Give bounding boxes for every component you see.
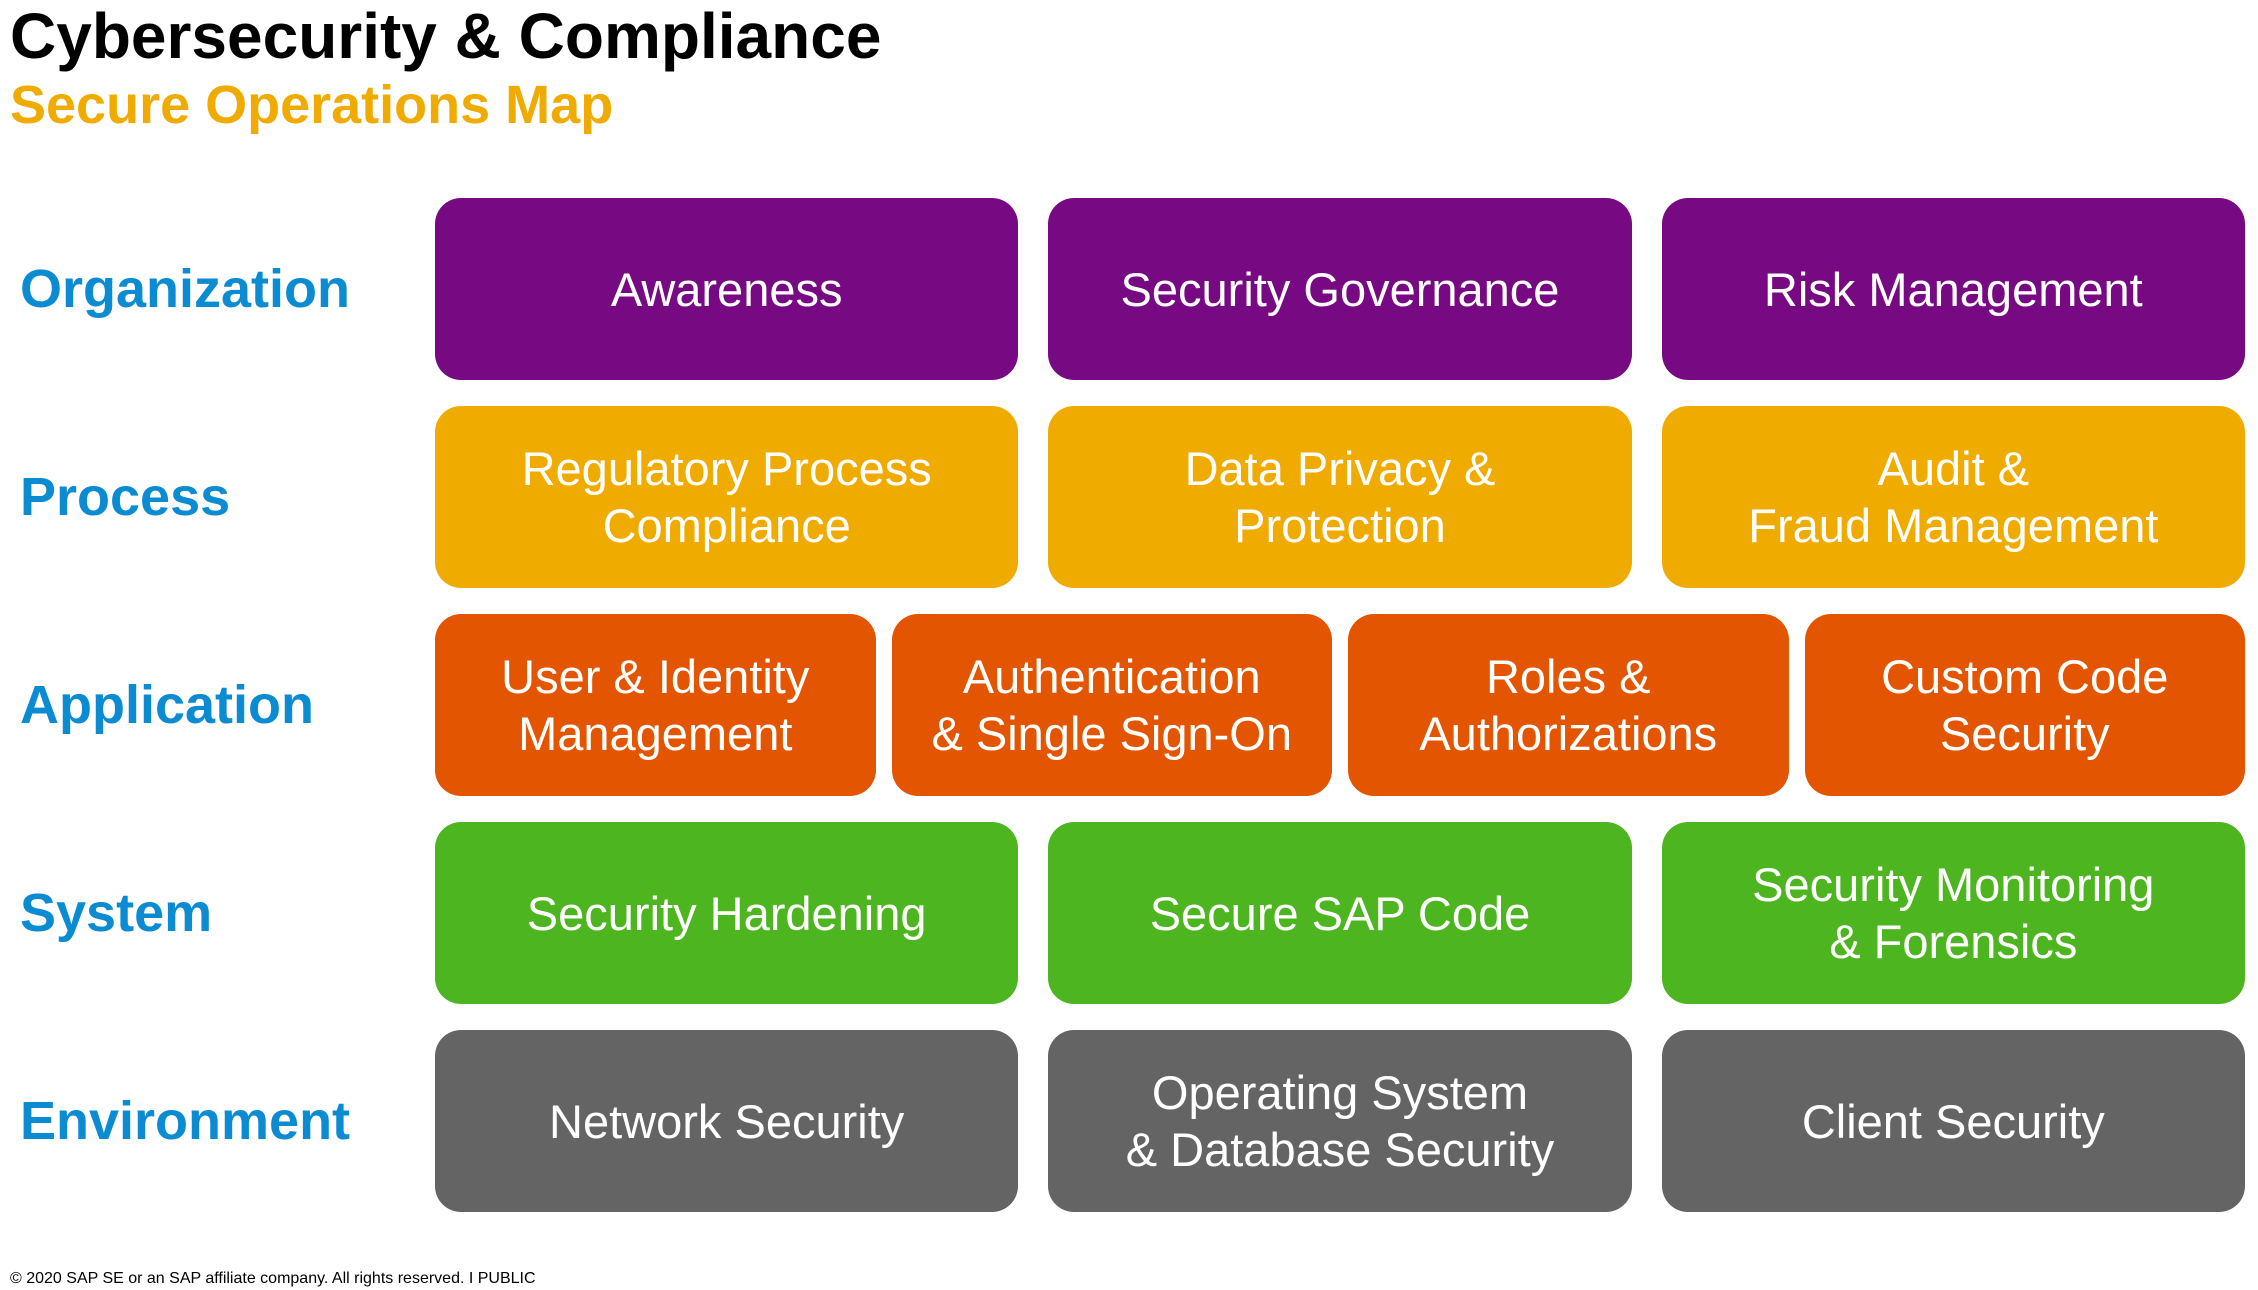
page-title: Cybersecurity & Compliance (10, 0, 882, 72)
row-system: System Security Hardening Secure SAP Cod… (0, 822, 2258, 1004)
tile-network-security[interactable]: Network Security (435, 1030, 1019, 1212)
row-organization: Organization Awareness Security Governan… (0, 198, 2258, 380)
tile-user-identity-management[interactable]: User & Identity Management (435, 614, 876, 796)
tile-client-security[interactable]: Client Security (1661, 1030, 2245, 1212)
row-environment: Environment Network Security Operating S… (0, 1030, 2258, 1212)
tiles-environment: Network Security Operating System & Data… (435, 1030, 2245, 1212)
tile-data-privacy-protection[interactable]: Data Privacy & Protection (1048, 406, 1632, 588)
row-label-organization: Organization (20, 259, 351, 319)
tiles-organization: Awareness Security Governance Risk Manag… (435, 198, 2245, 380)
row-label-system: System (20, 883, 213, 943)
tile-custom-code-security[interactable]: Custom Code Security (1804, 614, 2245, 796)
row-application: Application User & Identity Management A… (0, 614, 2258, 796)
page-subtitle: Secure Operations Map (10, 75, 614, 135)
tile-security-hardening[interactable]: Security Hardening (435, 822, 1019, 1004)
tile-risk-management[interactable]: Risk Management (1661, 198, 2245, 380)
copyright-footer: © 2020 SAP SE or an SAP affiliate compan… (10, 1270, 536, 1287)
row-label-application: Application (20, 675, 314, 735)
tiles-application: User & Identity Management Authenticatio… (435, 614, 2245, 796)
tile-security-monitoring-forensics[interactable]: Security Monitoring & Forensics (1661, 822, 2245, 1004)
tiles-system: Security Hardening Secure SAP Code Secur… (435, 822, 2245, 1004)
row-label-environment: Environment (20, 1091, 351, 1151)
tile-security-governance[interactable]: Security Governance (1048, 198, 1632, 380)
row-label-process: Process (20, 467, 231, 527)
tile-audit-fraud-management[interactable]: Audit & Fraud Management (1661, 406, 2245, 588)
tile-awareness[interactable]: Awareness (435, 198, 1019, 380)
tile-regulatory-process-compliance[interactable]: Regulatory Process Compliance (435, 406, 1019, 588)
tile-os-database-security[interactable]: Operating System & Database Security (1048, 1030, 1632, 1212)
tiles-process: Regulatory Process Compliance Data Priva… (435, 406, 2245, 588)
tile-secure-sap-code[interactable]: Secure SAP Code (1048, 822, 1632, 1004)
tile-authentication-sso[interactable]: Authentication & Single Sign-On (891, 614, 1332, 796)
tile-roles-authorizations[interactable]: Roles & Authorizations (1348, 614, 1789, 796)
row-process: Process Regulatory Process Compliance Da… (0, 406, 2258, 588)
